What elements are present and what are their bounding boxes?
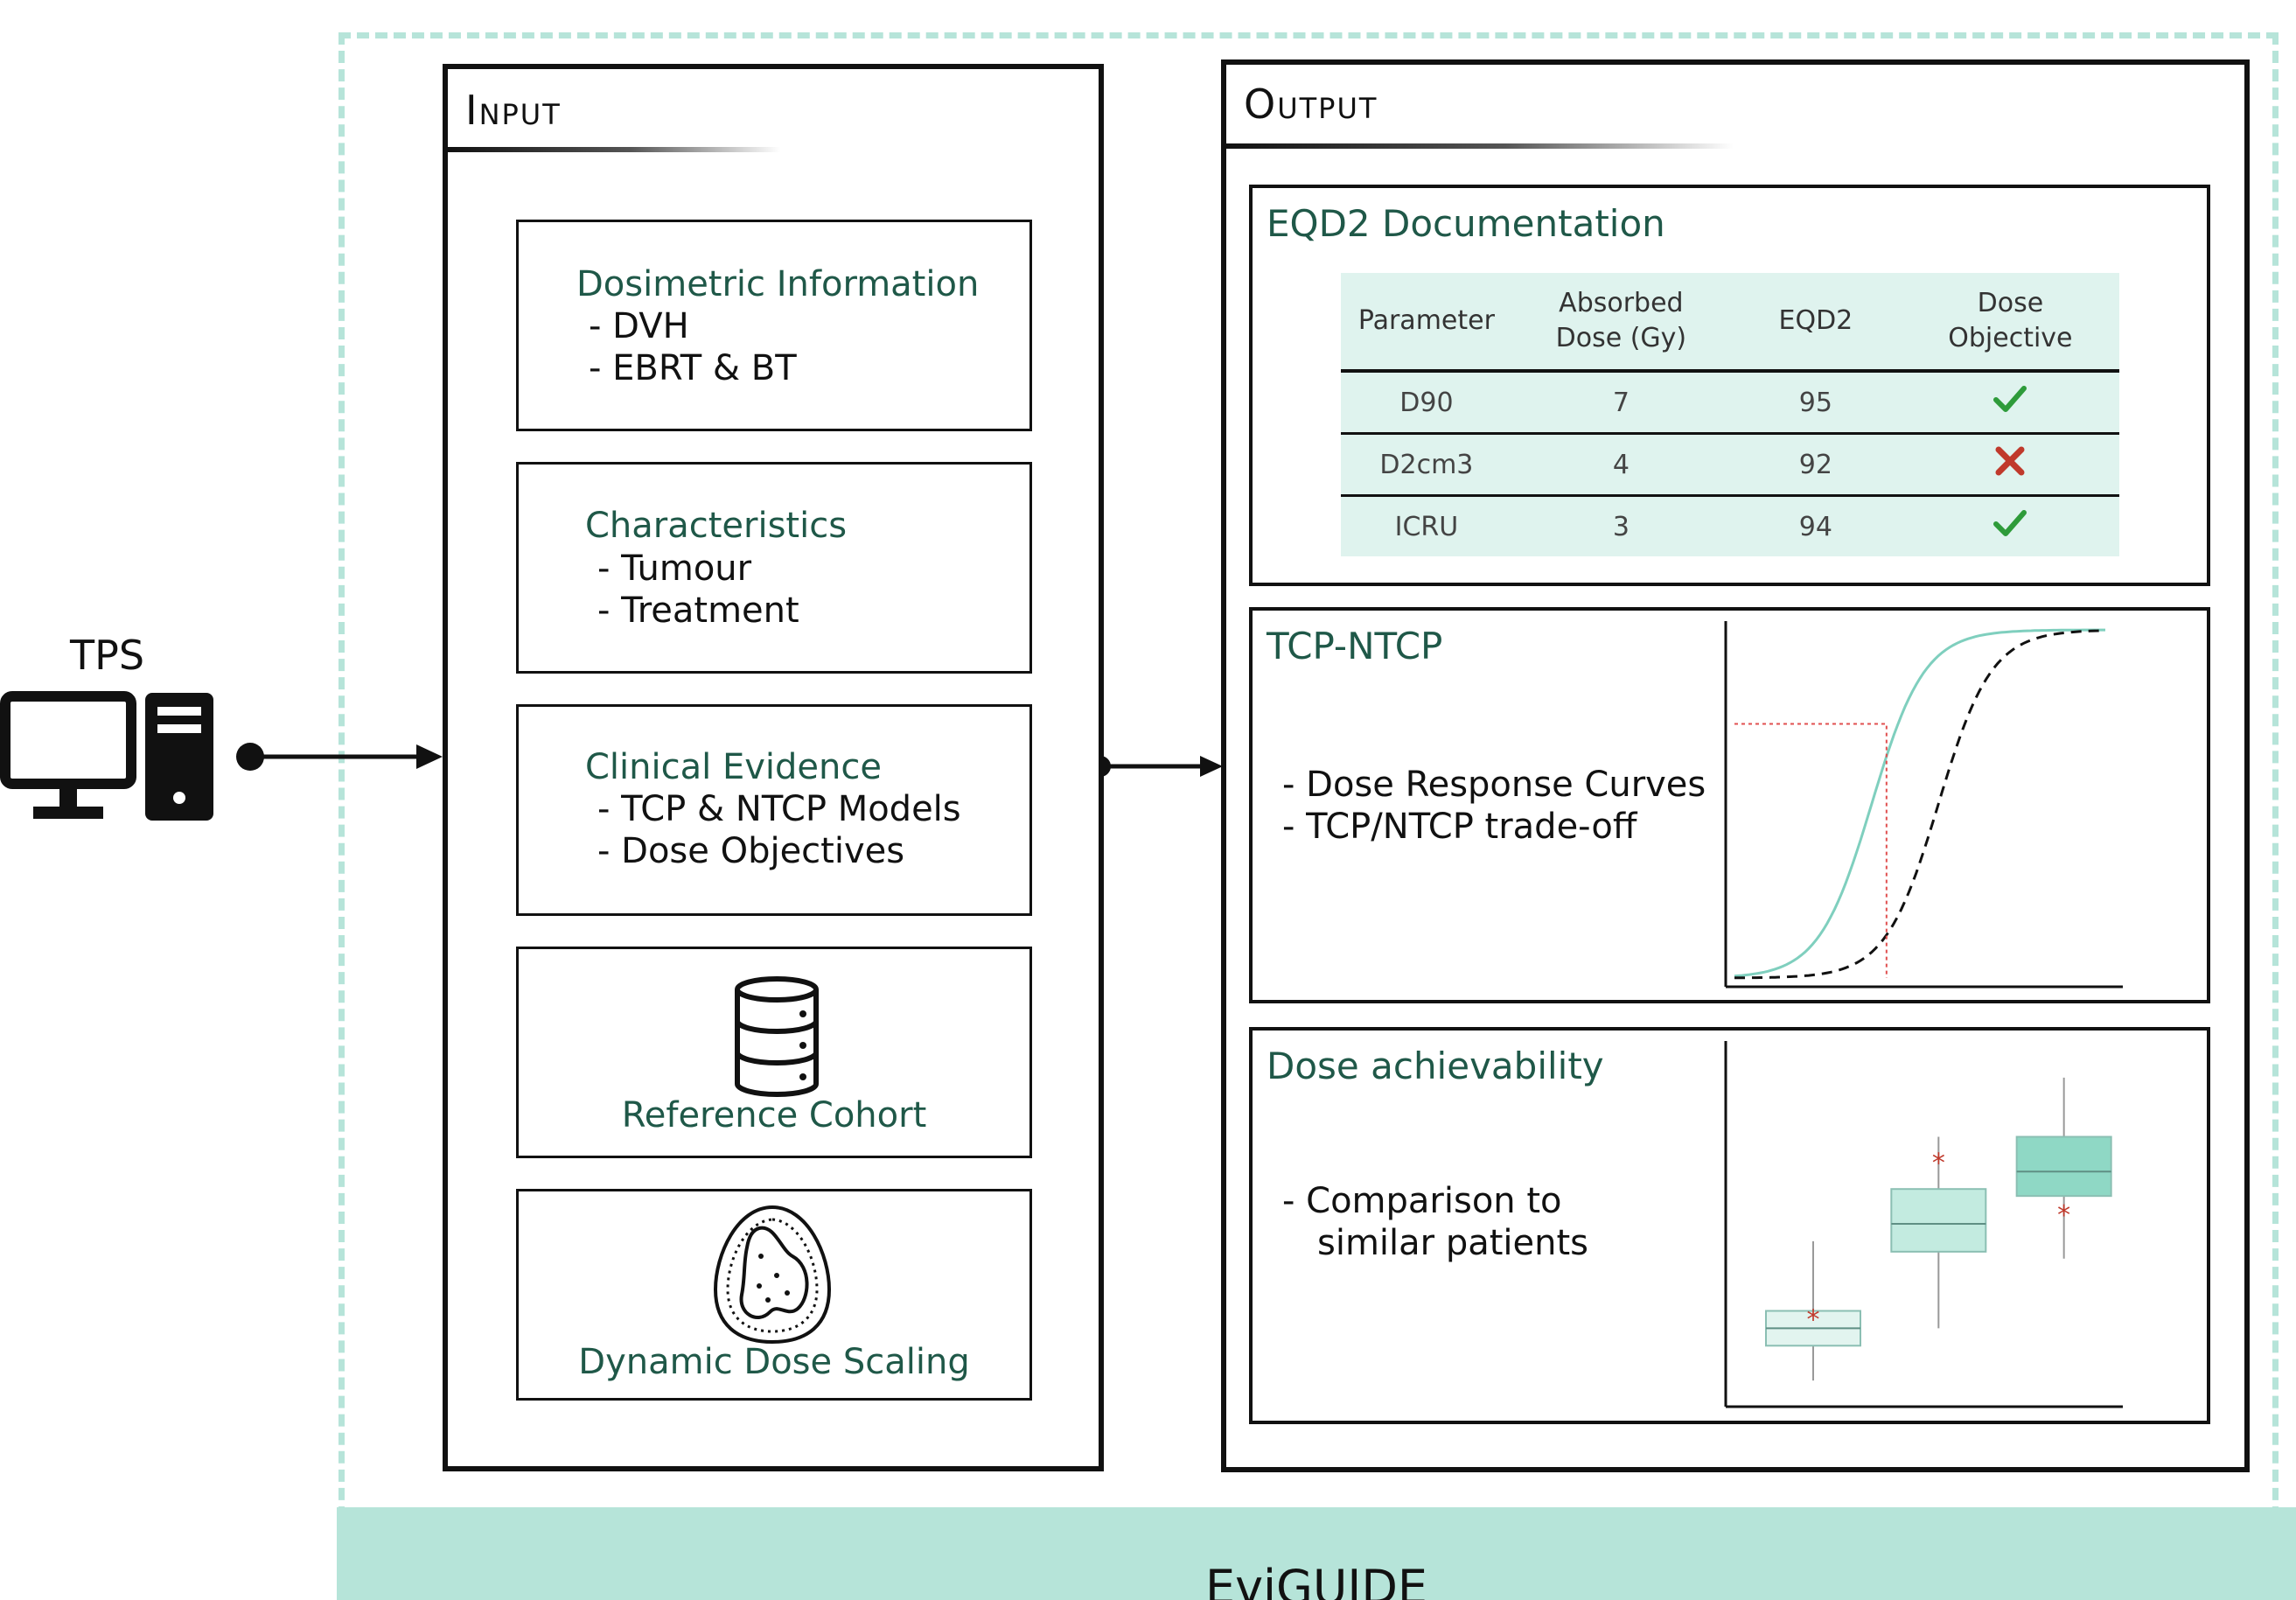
table-row: ICRU 3 94 bbox=[1341, 495, 2119, 556]
box-line: - Tumour bbox=[597, 548, 752, 589]
cross-icon bbox=[1995, 446, 2025, 476]
cell-objective bbox=[1901, 495, 2119, 556]
box-line: - Dose Response Curves bbox=[1282, 765, 1706, 805]
eviguide-footer: EviGUIDE bbox=[337, 1507, 2296, 1600]
cell-objective bbox=[1901, 371, 2119, 435]
dose-contour-icon bbox=[713, 1205, 832, 1345]
dynamic-dose-scaling-box: Dynamic Dose Scaling bbox=[516, 1189, 1032, 1401]
check-icon bbox=[1993, 510, 2027, 536]
tcp-ntcp-box: TCP-NTCP - Dose Response Curves - TCP/NT… bbox=[1249, 607, 2210, 1003]
check-icon bbox=[1993, 386, 2027, 412]
clinical-evidence-box: Clinical Evidence - TCP & NTCP Models - … bbox=[516, 704, 1032, 916]
cell-parameter: D90 bbox=[1341, 371, 1512, 435]
output-title: Output bbox=[1244, 80, 1378, 128]
table-row: D2cm3 4 92 bbox=[1341, 433, 2119, 497]
reference-cohort-box: Reference Cohort bbox=[516, 947, 1032, 1158]
input-to-output-arrow bbox=[1090, 756, 1223, 777]
box-heading: Clinical Evidence bbox=[585, 747, 882, 787]
tps-label: TPS bbox=[70, 632, 145, 679]
cell-absorbed: 7 bbox=[1511, 371, 1730, 435]
cell-absorbed: 4 bbox=[1511, 433, 1730, 497]
cell-parameter: ICRU bbox=[1341, 495, 1512, 556]
database-icon bbox=[735, 976, 819, 1097]
box-outlier: * bbox=[1932, 1148, 1945, 1178]
eviguide-label: EviGUIDE bbox=[1204, 1560, 1428, 1600]
dose-response-chart bbox=[1724, 621, 2123, 989]
box-heading: EQD2 Documentation bbox=[1267, 202, 1665, 245]
cell-absorbed: 3 bbox=[1511, 495, 1730, 556]
threshold-line bbox=[1734, 723, 1888, 978]
cell-eqd2: 94 bbox=[1729, 495, 1902, 556]
dose-achievability-box: Dose achievability - Comparison to simil… bbox=[1249, 1027, 2210, 1424]
box-line: - Comparison to bbox=[1282, 1181, 1562, 1221]
characteristics-box: Characteristics - Tumour - Treatment bbox=[516, 462, 1032, 674]
box-outlier: * bbox=[1807, 1304, 1820, 1335]
box-heading: Dose achievability bbox=[1267, 1045, 1604, 1087]
box-line: - TCP & NTCP Models bbox=[597, 789, 961, 829]
box-caption: Reference Cohort bbox=[621, 1095, 927, 1135]
box-caption: Dynamic Dose Scaling bbox=[578, 1342, 970, 1382]
box-line: - DVH bbox=[589, 306, 689, 346]
cell-objective bbox=[1901, 433, 2119, 497]
box-line: similar patients bbox=[1317, 1223, 1588, 1263]
cell-parameter: D2cm3 bbox=[1341, 433, 1512, 497]
box-line: - EBRT & BT bbox=[589, 348, 797, 388]
cell-eqd2: 95 bbox=[1729, 371, 1902, 435]
desktop-computer-icon bbox=[0, 691, 213, 821]
box-heading: TCP-NTCP bbox=[1267, 625, 1443, 667]
box-outlier: * bbox=[2057, 1200, 2070, 1231]
box-heading: Dosimetric Information bbox=[576, 264, 980, 304]
box-body bbox=[1890, 1188, 1987, 1253]
table-header-parameter: Parameter bbox=[1341, 273, 1512, 373]
box-line: - Treatment bbox=[597, 590, 799, 631]
comparison-boxplot: * * * bbox=[1724, 1041, 2123, 1408]
dosimetric-information-box: Dosimetric Information - DVH - EBRT & BT bbox=[516, 220, 1032, 431]
table-row: D90 7 95 bbox=[1341, 371, 2119, 435]
box-body bbox=[2015, 1135, 2112, 1198]
tcp-curve bbox=[1734, 628, 2105, 978]
input-title-rule bbox=[448, 147, 780, 152]
box-line: - TCP/NTCP trade-off bbox=[1282, 807, 1637, 847]
ntcp-curve bbox=[1734, 629, 2106, 980]
cell-eqd2: 92 bbox=[1729, 433, 1902, 497]
box-heading: Characteristics bbox=[585, 506, 848, 546]
box-line: - Dose Objectives bbox=[597, 831, 905, 871]
input-title: Input bbox=[465, 87, 562, 134]
table-header-eqd2: EQD2 bbox=[1729, 273, 1902, 373]
output-title-rule bbox=[1226, 143, 1734, 149]
tps-to-input-arrow bbox=[236, 743, 443, 771]
